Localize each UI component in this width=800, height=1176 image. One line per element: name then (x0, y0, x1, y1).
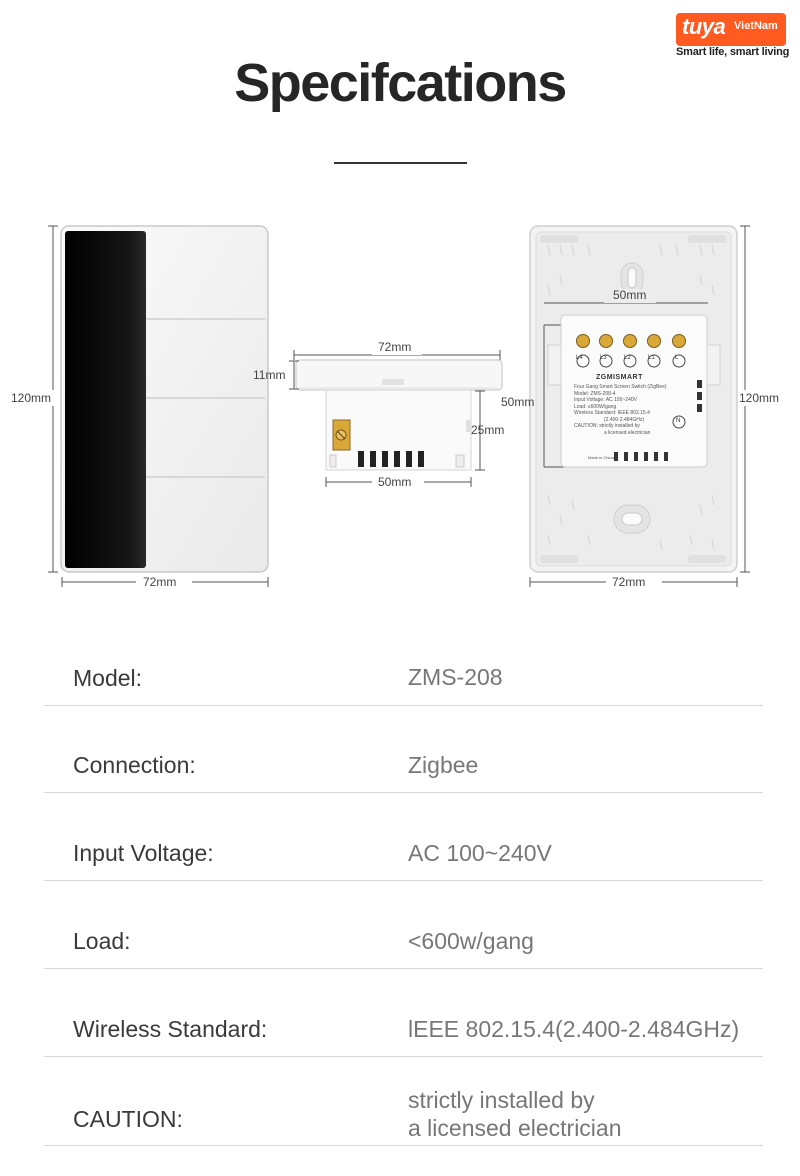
made-in-label: Made in China (588, 455, 614, 460)
back-brand: ZGMISMART (596, 374, 643, 381)
spec-label-connection: Connection: (73, 752, 196, 778)
label-line: Wireless Standard: IEEE 802.15.4 (574, 410, 650, 416)
side-depth-label: 25mm (471, 423, 505, 437)
spec-divider (44, 968, 763, 969)
label-line: Load: ≤600W/gang (574, 403, 617, 410)
terminal-label: L4 (576, 355, 583, 361)
page-title: Specifcations (234, 53, 567, 113)
spec-value-connection: Zigbee (408, 752, 479, 778)
spec-divider (44, 880, 763, 881)
spec-label-caution: CAUTION: (73, 1106, 183, 1132)
brand-tagline: Smart life, smart living (676, 46, 790, 58)
spec-divider (44, 1145, 763, 1146)
label-line: Model: ZMS-208-4 (574, 390, 616, 397)
caution-line-1: strictly installed by (408, 1087, 595, 1113)
front-height-label: 120mm (11, 391, 52, 405)
brand-logo-text: tuya (682, 14, 726, 39)
side-body-width-label: 50mm (378, 475, 412, 489)
spec-divider (44, 792, 763, 793)
brand-logo (676, 13, 786, 46)
spec-value-caution: strictly installed by a licensed electri… (408, 1086, 622, 1142)
terminal-label: L (675, 355, 679, 361)
dimension-diagrams (8, 225, 792, 590)
terminal-label: L2 (624, 355, 631, 361)
terminal-label: L3 (600, 355, 607, 361)
spec-label-model: Model: (73, 665, 143, 691)
label-line: a licensed electrician (604, 429, 651, 436)
front-width-label: 72mm (143, 575, 177, 589)
side-width-label: 72mm (378, 340, 412, 354)
back-view (529, 225, 792, 590)
terminal-label: L1 (648, 355, 655, 361)
spec-divider (44, 1056, 763, 1057)
label-line: CAUTION: strictly installed by (574, 423, 640, 429)
caution-line-2: a licensed electrician (408, 1115, 622, 1141)
spec-label-input-voltage: Input Voltage: (73, 840, 214, 866)
brand-logo-sub: VietNam (734, 20, 778, 32)
back-box-width-label: 50mm (613, 288, 647, 302)
spec-label-wireless-standard: Wireless Standard: (73, 1016, 268, 1042)
spec-value-wireless-standard: lEEE 802.15.4(2.400-2.484GHz) (408, 1016, 740, 1042)
label-line: (2.400-2.484GHz) (604, 416, 645, 423)
back-box-height-label: 50mm (501, 395, 535, 409)
neutral-terminal-label: N (676, 418, 681, 424)
label-line: Input Voltage: AC 100~240V (574, 397, 637, 403)
side-thickness-label: 11mm (253, 368, 286, 382)
back-label-text: Four Gang Smart Screen Switch (ZigBee) M… (574, 384, 694, 436)
back-height-label: 120mm (739, 391, 780, 405)
side-view (289, 339, 503, 490)
spec-label-load: Load: (73, 928, 131, 954)
front-view (8, 225, 269, 590)
title-divider (334, 162, 467, 164)
spec-divider (44, 705, 763, 706)
back-width-label: 72mm (612, 575, 646, 589)
spec-value-input-voltage: AC 100~240V (408, 840, 552, 866)
spec-value-model: ZMS-208 (408, 664, 503, 690)
label-line: Four Gang Smart Screen Switch (ZigBee) (574, 384, 667, 390)
spec-value-load: <600w/gang (408, 928, 534, 954)
